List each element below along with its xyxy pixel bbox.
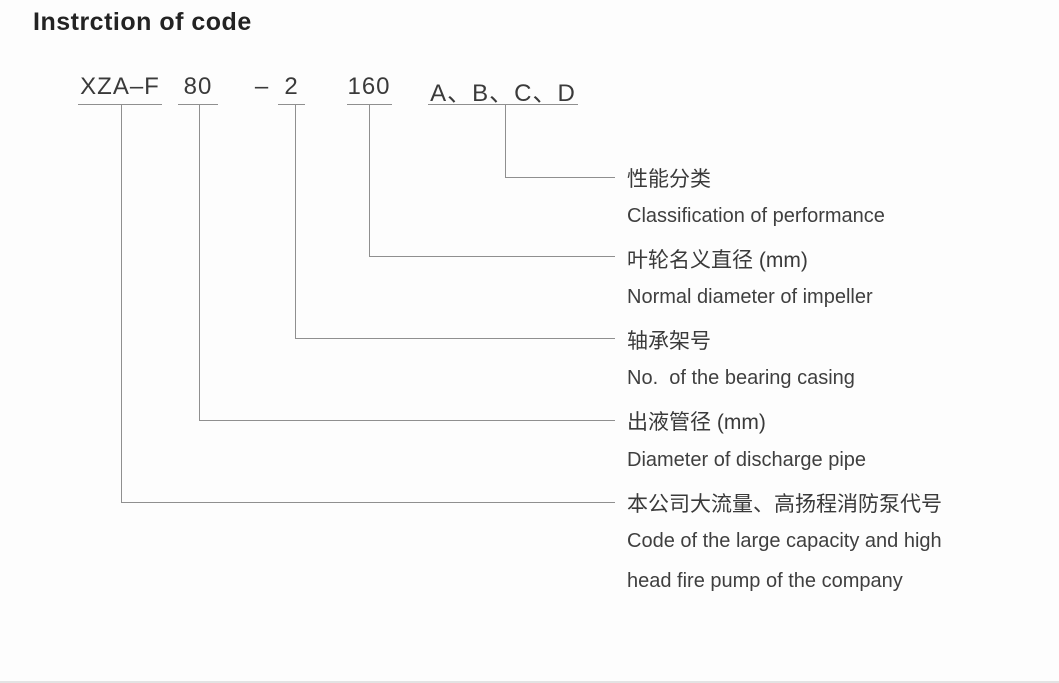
label-zh-series-code: 本公司大流量、高扬程消防泵代号 [627,493,942,516]
code-segment-performance-class: A、B、C、D [430,80,576,107]
label-en-impeller-diameter: Normal diameter of impeller [627,286,873,308]
code-segment-series: XZA–F [80,73,160,100]
underline-discharge-diameter [178,104,218,105]
page-title: Instrction of code [33,8,252,36]
label-zh-discharge-diameter: 出液管径 (mm) [627,411,766,434]
label-zh-bearing-no: 轴承架号 [627,330,711,353]
label-en-discharge-diameter: Diameter of discharge pipe [627,449,867,471]
label-en-performance-class: Classification of performance [627,205,885,227]
underline-bearing-no [278,104,305,105]
connector-hline-discharge-diameter [199,420,615,421]
connector-vline-bearing-no [295,105,296,338]
connector-hline-impeller-diameter [369,256,615,257]
code-segment-bearing-no: 2 [284,73,299,100]
connector-vline-performance-class [505,105,506,177]
label-en-series-code-line1: Code of the large capacity and high [627,530,942,552]
connector-hline-bearing-no [295,338,615,339]
connector-vline-discharge-diameter [199,105,200,420]
connector-vline-impeller-diameter [369,105,370,256]
label-en-series-code-line2: head fire pump of the company [627,570,903,592]
underline-performance-class [428,104,578,105]
underline-impeller-diameter [347,104,392,105]
connector-hline-series [121,502,615,503]
label-en-bearing-no: No. of the bearing casing [627,367,855,389]
label-zh-performance-class: 性能分类 [627,168,711,191]
code-segment-dash: – [254,73,270,100]
underline-series [78,104,162,105]
label-zh-impeller-diameter: 叶轮名义直径 (mm) [627,249,808,272]
connector-hline-performance-class [505,177,615,178]
code-segment-discharge-diameter: 80 [183,73,213,100]
connector-vline-series [121,105,122,502]
code-segment-impeller-diameter: 160 [347,73,391,100]
